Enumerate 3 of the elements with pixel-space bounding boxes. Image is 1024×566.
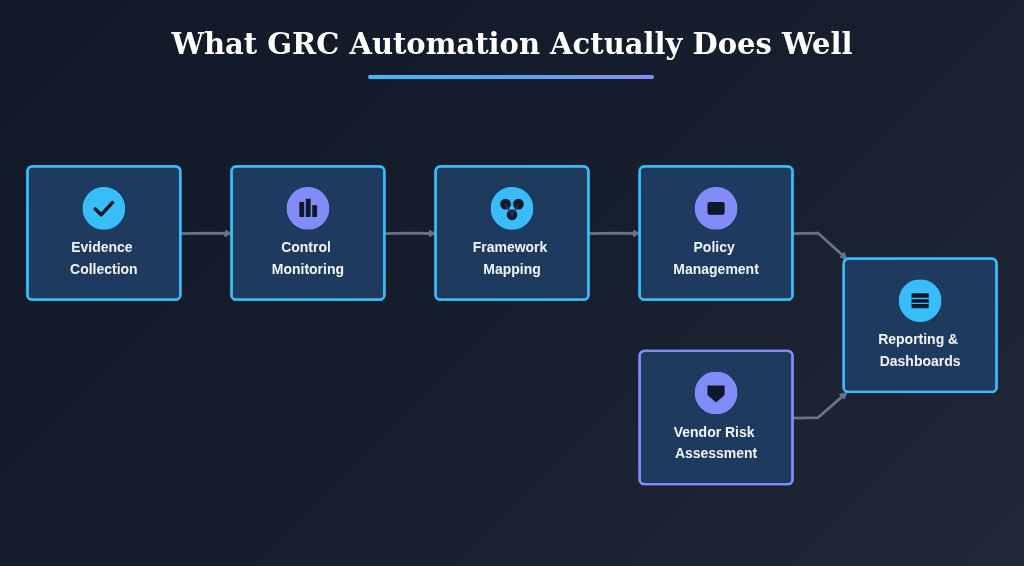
arrow (792, 391, 848, 420)
title: What GRC Automation Actually Does Well (171, 26, 853, 63)
arrow (792, 231, 848, 260)
